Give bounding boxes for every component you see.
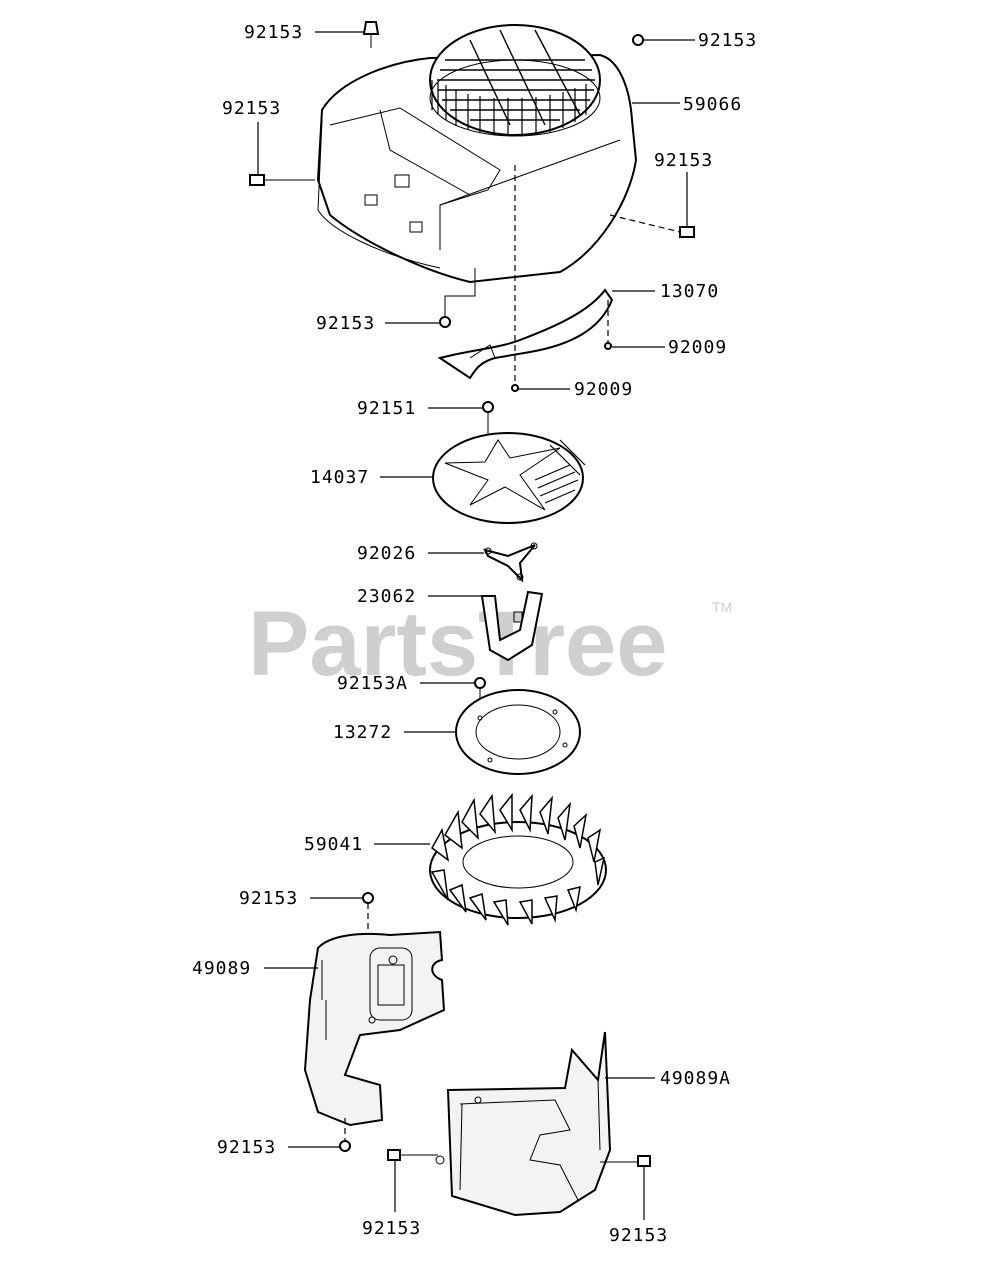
bolt-92153-under-housing[interactable]	[439, 268, 476, 328]
bolt-92153-top-left[interactable]	[362, 21, 380, 48]
watermark: PartsTree	[248, 593, 667, 695]
bolt-92153-shroudA-left[interactable]	[387, 1149, 438, 1161]
part-blower-housing[interactable]	[316, 24, 638, 284]
part-bracket-23062[interactable]	[480, 590, 544, 662]
callout-92153: 92153	[362, 1218, 421, 1239]
callout-23062: 23062	[357, 586, 416, 607]
leader-lines	[257, 31, 695, 1220]
bolt-92153-shroud-top[interactable]	[362, 892, 374, 935]
callout-49089A: 49089A	[660, 1068, 731, 1089]
callout-92026: 92026	[357, 543, 416, 564]
callout-labels: 92153 92153 92153 59066 92153 92153 1307…	[192, 22, 757, 1246]
screw-92009-right[interactable]	[604, 300, 612, 350]
callout-92009: 92009	[668, 337, 727, 358]
part-cooling-fan[interactable]	[429, 792, 607, 926]
part-rotating-screen[interactable]	[432, 432, 586, 524]
callout-92009: 92009	[574, 379, 633, 400]
callout-92153: 92153	[698, 30, 757, 51]
callout-92153: 92153	[222, 98, 281, 119]
bolt-92153-left[interactable]	[249, 174, 315, 186]
callout-92153A: 92153A	[337, 673, 408, 694]
part-guide[interactable]	[437, 288, 614, 380]
callout-92153: 92153	[244, 22, 303, 43]
callout-92153: 92153	[316, 313, 375, 334]
callout-13272: 13272	[333, 722, 392, 743]
callout-59066: 59066	[683, 94, 742, 115]
callout-59041: 59041	[304, 834, 363, 855]
part-shroud-49089A[interactable]	[435, 1031, 612, 1217]
callout-92153: 92153	[239, 888, 298, 909]
callout-92153: 92153	[654, 150, 713, 171]
bolt-92153-shroud-bottom[interactable]	[339, 1118, 351, 1152]
part-plate-13272[interactable]	[455, 689, 581, 775]
callout-92153: 92153	[217, 1137, 276, 1158]
callout-13070: 13070	[660, 281, 719, 302]
watermark-trademark: TM	[712, 599, 732, 615]
screw-92009-center[interactable]	[511, 384, 519, 392]
callout-49089: 49089	[192, 958, 251, 979]
part-plate-92026[interactable]	[483, 542, 538, 583]
part-shroud-49089[interactable]	[303, 930, 446, 1127]
bolt-92153-right[interactable]	[609, 214, 695, 238]
callout-92153: 92153	[609, 1225, 668, 1246]
bolt-92153-top-right[interactable]	[632, 34, 644, 46]
callout-14037: 14037	[310, 467, 369, 488]
callout-92151: 92151	[357, 398, 416, 419]
